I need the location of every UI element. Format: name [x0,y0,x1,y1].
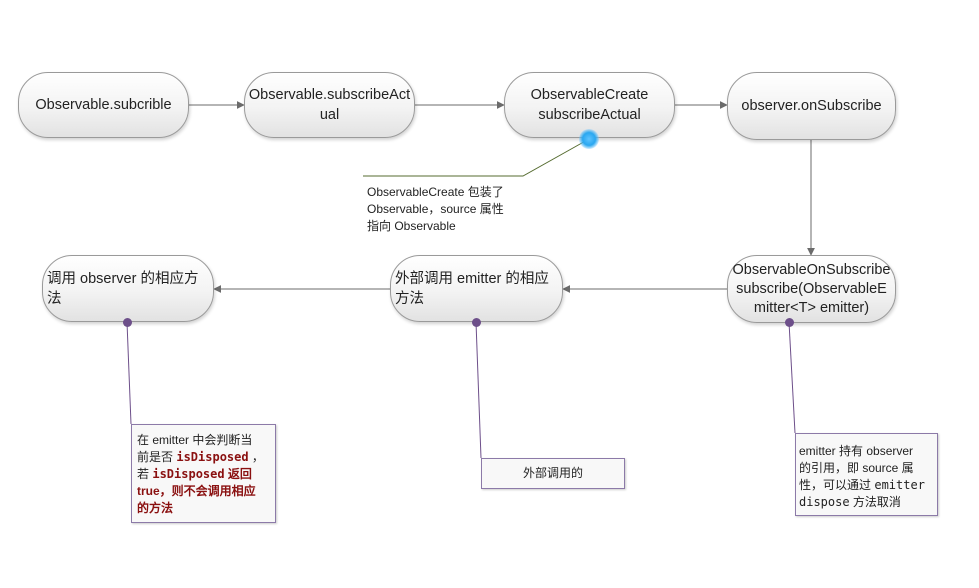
note-text: 外部调用的 [522,466,583,480]
node-external-call-label: 外部调用 emitter 的相应 方法 [395,269,549,309]
node-observablecreate-label: ObservableCreate subscribeActual [531,85,649,125]
callout-line-external-note [475,321,482,459]
node-observable-subcrible: Observable.subcrible [18,72,189,138]
node-observableonsubscribe: ObservableOnSubscribe subscribe(Observab… [727,255,896,323]
callout-anchor-dot [785,318,794,327]
node-label-line: ObservableOnSubscribe [732,261,891,278]
node-label-line: mitter<T> emitter) [753,299,870,316]
node-label-line: 外部调用 emitter 的相应 [395,270,549,287]
isdisposed-code: isDisposed [176,450,249,464]
note-line: Observable，source 属性 [367,202,504,216]
note-line: 指向 Observable [367,219,456,233]
callout-line-disposed-note [126,321,132,425]
note-emitter-holds-observer: emitter 持有 observer 的引用，即 source 属 性，可以通… [795,433,938,516]
note-text: 前是否 [137,450,177,464]
callout-anchor-dot [123,318,132,327]
node-label-line: Observable.subscribeAct [248,87,411,103]
note-text: 若 [137,467,153,481]
node-label-line: 法 [47,290,62,307]
note-line-emphasis: 的方法 [137,501,174,515]
note-line-emphasis: true，则不会调用相应 [137,484,256,498]
isdisposed-code: isDisposed [152,467,225,481]
callout-anchor-dot [472,318,481,327]
node-label-line: subscribeActual [538,107,641,123]
node-observer-onsubscribe: observer.onSubscribe [727,72,896,140]
node-observableonsubscribe-label: ObservableOnSubscribe subscribe(Observab… [733,261,891,318]
note-text: 方法取消 [849,495,901,509]
note-text: ， [248,450,264,464]
callout-line-emitter-note [788,321,796,434]
note-line: 若 isDisposed 返回 [137,466,270,483]
note-line: emitter 持有 observer [799,444,914,458]
callout-line-create-note [363,138,590,177]
node-label-line: ObservableCreate [530,87,649,103]
note-line: 性，可以通过 emitter [799,477,934,494]
note-line: dispose 方法取消 [799,494,934,511]
node-label-line: 调用 observer 的相应方 [47,270,199,287]
node-external-call-emitter: 外部调用 emitter 的相应 方法 [390,255,563,322]
note-line: 前是否 isDisposed ， [137,449,270,466]
node-observable-subscribeactual: Observable.subscribeAct ual [244,72,415,138]
emitter-code: emitter [874,478,925,492]
node-call-observer-label: 调用 observer 的相应方 法 [47,269,198,309]
note-external-call: 外部调用的 [481,458,625,489]
note-text-emphasis: 返回 [224,467,252,481]
node-label-line: ual [319,107,340,123]
node-observable-subcrible-label: Observable.subcrible [35,97,172,113]
selection-highlight-dot [579,129,599,149]
note-isdisposed: 在 emitter 中会判断当 前是否 isDisposed ， 若 isDis… [131,424,276,523]
note-line: 的引用，即 source 属 [799,461,914,475]
node-call-observer: 调用 observer 的相应方 法 [42,255,214,322]
note-text: 性，可以通过 [799,478,875,492]
note-line: 在 emitter 中会判断当 [137,433,253,447]
node-observer-onsubscribe-label: observer.onSubscribe [741,98,882,114]
node-label-line: subscribe(ObservableE [736,280,887,297]
dispose-code: dispose [799,495,850,509]
node-observable-subscribeactual-label: Observable.subscribeAct ual [249,85,410,125]
note-line: ObservableCreate 包装了 [367,185,504,199]
note-observablecreate-wraps: ObservableCreate 包装了 Observable，source 属… [367,184,527,235]
node-label-line: 方法 [395,290,424,307]
